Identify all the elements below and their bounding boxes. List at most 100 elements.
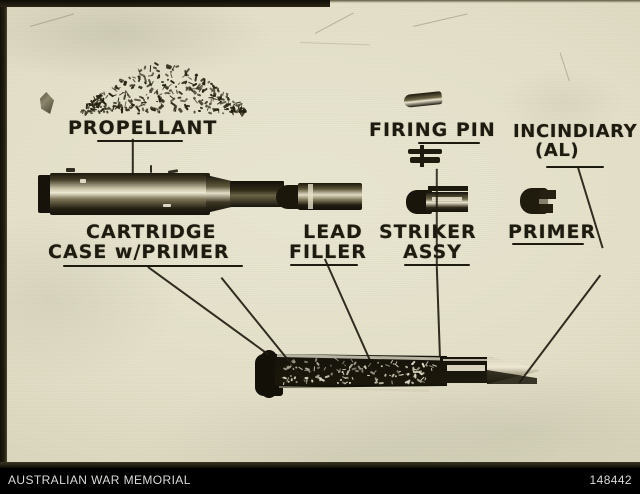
propellant-grain xyxy=(183,80,188,85)
propellant-grain xyxy=(231,99,236,104)
label-primer-underline xyxy=(512,243,584,245)
propellant-grain xyxy=(153,61,159,66)
round-propellant-grain xyxy=(306,377,308,382)
propellant-grain xyxy=(127,76,132,81)
primer-step-lower xyxy=(540,204,553,213)
primer-specimen xyxy=(520,188,556,214)
propellant-grain xyxy=(169,70,173,74)
label-cartridge-case-underline xyxy=(63,265,243,267)
label-striker-assy-line2: ASSY xyxy=(403,241,462,264)
leader-striker-assy xyxy=(436,266,441,357)
leader-incendiary-lower xyxy=(518,274,601,384)
label-primer-text: PRIMER xyxy=(508,221,597,243)
film-border-top-fade xyxy=(330,0,640,3)
round-propellant-grain xyxy=(426,364,428,367)
label-propellant: PROPELLANT xyxy=(68,118,217,138)
case-shoulder xyxy=(206,175,232,213)
propellant-grain xyxy=(123,80,128,87)
label-propellant-text: PROPELLANT xyxy=(68,117,218,139)
label-cartridge-case: CARTRIDGE CASE w/PRIMER xyxy=(48,222,230,262)
case-highlight xyxy=(163,204,171,207)
propellant-grain xyxy=(126,93,132,99)
label-lead-filler-underline xyxy=(290,264,358,266)
propellant-grain xyxy=(177,90,183,96)
striker-body xyxy=(426,192,468,212)
propellant-grain xyxy=(197,109,201,112)
propellant-grain xyxy=(133,98,141,102)
label-incendiary-line2: (AL) xyxy=(535,140,580,162)
label-lead-filler-line2: FILLER xyxy=(289,241,367,264)
propellant-fleck xyxy=(40,92,54,114)
propellant-grain xyxy=(123,94,127,100)
firing-pin-flange xyxy=(420,145,424,167)
propellant-grain xyxy=(155,68,161,73)
firing-pin-disc-lower xyxy=(410,157,440,163)
label-incendiary-line1: INCINDIARY xyxy=(513,121,638,142)
propellant-grain xyxy=(155,100,158,103)
label-firing-pin: FIRING PIN xyxy=(369,120,496,140)
propellant-grain xyxy=(179,99,187,103)
surface-scratch xyxy=(314,12,355,35)
striker-fin xyxy=(428,186,468,191)
round-propellant-grain xyxy=(391,380,393,385)
label-firing-pin-text: FIRING PIN xyxy=(369,119,496,141)
label-propellant-underline xyxy=(97,140,183,142)
propellant-grain xyxy=(150,71,155,76)
propellant-grain xyxy=(160,80,165,84)
case-highlight xyxy=(80,179,86,183)
propellant-grain xyxy=(149,64,152,72)
propellant-grain xyxy=(200,106,204,110)
round-striker-edge xyxy=(443,359,487,361)
case-rim xyxy=(38,175,52,213)
label-lead-filler: LEAD FILLER xyxy=(289,222,367,262)
firing-pin-disc-upper xyxy=(408,149,442,154)
primer-notch xyxy=(539,199,551,204)
propellant-grain xyxy=(144,92,148,96)
propellant-pile xyxy=(78,61,250,117)
propellant-grain xyxy=(143,65,147,71)
film-border-left xyxy=(0,0,7,468)
propellant-grain xyxy=(147,96,150,99)
case-stamp xyxy=(66,168,75,172)
propellant-grain xyxy=(175,65,180,69)
case-neck xyxy=(230,181,284,207)
round-propellant-grain xyxy=(366,374,370,376)
firing-pin-specimen xyxy=(403,91,443,108)
case-stamp xyxy=(150,165,152,173)
propellant-grain xyxy=(174,85,178,88)
propellant-grain xyxy=(194,76,198,83)
propellant-grain xyxy=(208,111,213,115)
surface-scratch xyxy=(299,42,370,46)
propellant-grain xyxy=(208,102,212,106)
propellant-grain xyxy=(226,93,229,97)
propellant-grain xyxy=(136,111,140,115)
propellant-grain xyxy=(193,110,196,114)
round-rim xyxy=(261,350,277,398)
footer-accession-number: 148442 xyxy=(589,473,632,487)
propellant-grain xyxy=(167,83,172,88)
round-propellant-grain xyxy=(355,369,360,372)
surface-scratch xyxy=(29,13,75,28)
propellant-grain xyxy=(104,94,108,99)
footer-bar: AUSTRALIAN WAR MEMORIAL 148442 xyxy=(0,468,640,494)
striker-slot xyxy=(432,197,462,201)
label-striker-assy: STRIKER ASSY xyxy=(379,222,477,262)
propellant-grain xyxy=(221,111,225,115)
cartridge-case-specimen xyxy=(38,165,284,217)
case-body xyxy=(50,173,210,215)
propellant-grain xyxy=(213,108,220,111)
propellant-grain xyxy=(196,93,202,97)
propellant-grain xyxy=(119,80,123,84)
propellant-grain xyxy=(203,82,206,86)
leader-cartridge-case xyxy=(147,266,270,356)
propellant-grain xyxy=(104,107,110,110)
photograph: PROPELLANT CARTRIDGE CASE w/PRIMER LEAD … xyxy=(0,0,640,468)
lead-filler-specimen xyxy=(276,183,362,211)
propellant-grain xyxy=(188,77,193,81)
propellant-grain xyxy=(170,73,173,78)
propellant-grain xyxy=(216,89,221,94)
propellant-grain xyxy=(178,107,184,113)
propellant-grain xyxy=(164,73,169,77)
surface-scratch xyxy=(412,13,468,28)
